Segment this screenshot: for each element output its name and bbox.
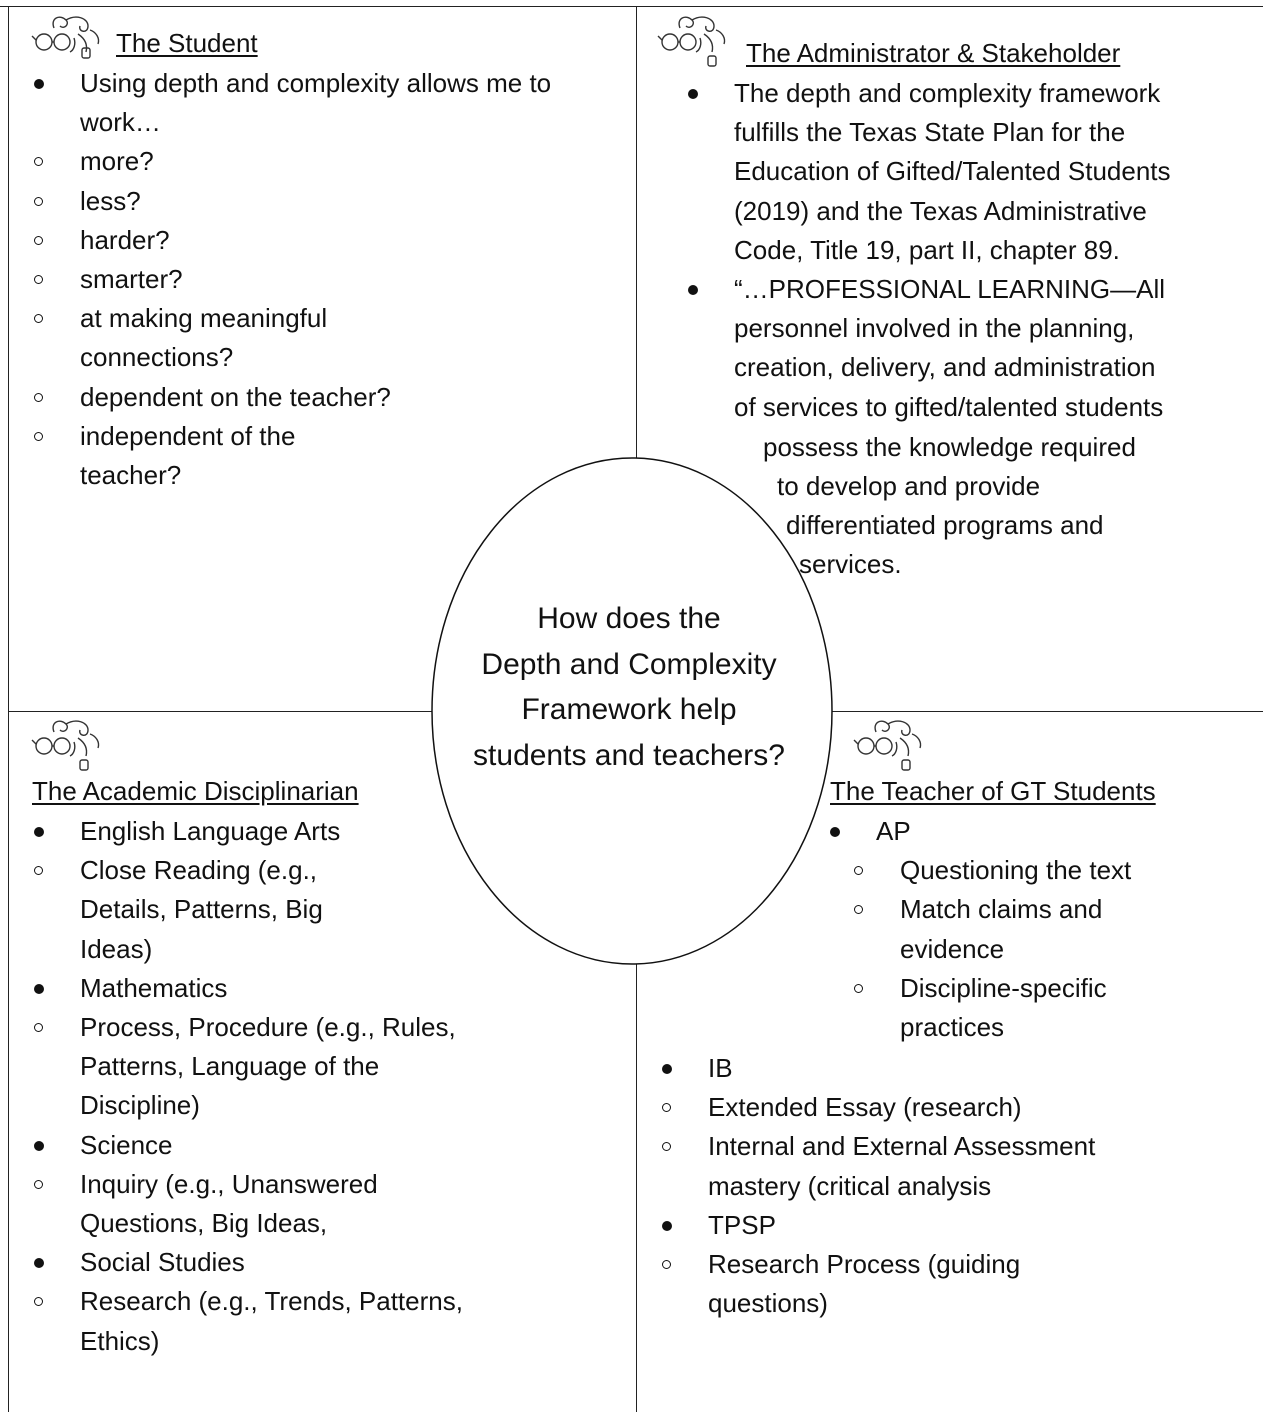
list-item-line: Code, Title 19, part II, chapter 89. bbox=[734, 234, 1120, 265]
list-item: Internal and External Assessment mastery… bbox=[660, 1127, 1108, 1205]
list-item: Research Process (guiding questions) bbox=[660, 1245, 1088, 1323]
list-item-line: The depth and complexity framework bbox=[734, 78, 1161, 108]
academic-list: English Language Arts Close Reading (e.g… bbox=[32, 812, 612, 1361]
glasses-icon bbox=[852, 716, 934, 776]
list-item: TPSP bbox=[660, 1206, 1250, 1245]
admin-wrap-line: to develop and provide bbox=[777, 471, 1041, 501]
list-item-line: Education of Gifted/Talented Students bbox=[734, 156, 1171, 187]
heading-administrator: The Administrator & Stakeholder bbox=[746, 38, 1121, 68]
horizontal-divider-right bbox=[832, 711, 1263, 712]
list-item: Science bbox=[32, 1126, 612, 1165]
heading-teacher: The Teacher of GT Students bbox=[830, 776, 1156, 806]
list-item: Discipline-specific practices bbox=[852, 969, 1140, 1047]
list-item: English Language Arts bbox=[32, 812, 612, 851]
heading-student: The Student bbox=[116, 28, 258, 58]
glasses-icon bbox=[30, 12, 112, 62]
horizontal-divider-left bbox=[8, 711, 432, 712]
list-item: dependent on the teacher? bbox=[32, 378, 592, 417]
student-list: Using depth and complexity allows me to … bbox=[32, 64, 592, 495]
vertical-divider-bottom bbox=[636, 964, 637, 1412]
list-item: AP bbox=[828, 812, 1248, 851]
heading-academic: The Academic Disciplinarian bbox=[32, 776, 359, 806]
list-item-line: fulfills the Texas State Plan for the bbox=[734, 117, 1126, 148]
list-item: Research (e.g., Trends, Patterns, Ethics… bbox=[32, 1282, 520, 1360]
list-item: Process, Procedure (e.g., Rules, Pattern… bbox=[32, 1008, 500, 1126]
center-ellipse bbox=[430, 456, 834, 966]
admin-wrap-line: possess the knowledge required bbox=[763, 432, 1136, 462]
left-border bbox=[8, 6, 9, 1412]
glasses-icon bbox=[30, 716, 112, 776]
center-question: How does the Depth and Complexity Framew… bbox=[473, 602, 785, 772]
list-item: Inquiry (e.g., Unanswered Questions, Big… bbox=[32, 1165, 430, 1243]
list-item: Social Studies bbox=[32, 1243, 612, 1282]
list-item-line: (2019) and the Texas Administrative bbox=[734, 195, 1147, 226]
list-item-line: of services to gifted/talented students bbox=[734, 391, 1164, 422]
list-item-line: personnel involved in the planning, bbox=[734, 313, 1135, 344]
list-item: “…PROFESSIONAL LEARNING—All personnel in… bbox=[686, 270, 1256, 427]
list-item: Questioning the text bbox=[852, 851, 1248, 890]
list-item: less? bbox=[32, 182, 592, 221]
admin-wrap-line: services. bbox=[799, 549, 902, 579]
list-item: Mathematics bbox=[32, 969, 612, 1008]
list-item: The depth and complexity framework fulfi… bbox=[686, 74, 1256, 270]
vertical-divider-top bbox=[636, 6, 637, 458]
list-item: Using depth and complexity allows me to … bbox=[32, 64, 592, 142]
list-item: Close Reading (e.g., Details, Patterns, … bbox=[32, 851, 330, 969]
teacher-ap-list: AP Questioning the text Match claims and… bbox=[828, 812, 1248, 1047]
list-item-line: “…PROFESSIONAL LEARNING—All bbox=[734, 274, 1166, 305]
list-item-line: creation, delivery, and administration bbox=[734, 352, 1156, 383]
list-item: at making meaningful connections? bbox=[32, 299, 370, 377]
admin-list: The depth and complexity framework fulfi… bbox=[686, 74, 1256, 427]
list-item: IB bbox=[660, 1049, 1250, 1088]
teacher-ib-tpsp-list: IB Extended Essay (research) Internal an… bbox=[660, 1049, 1250, 1323]
list-item: more? bbox=[32, 142, 592, 181]
admin-wrap-line: differentiated programs and bbox=[786, 510, 1104, 540]
list-item: independent of the teacher? bbox=[32, 417, 370, 495]
list-item: harder? bbox=[32, 221, 592, 260]
glasses-icon bbox=[656, 12, 738, 72]
top-border bbox=[0, 6, 1263, 7]
list-item: Match claims and evidence bbox=[852, 890, 1130, 968]
list-item: Extended Essay (research) bbox=[660, 1088, 1250, 1127]
list-item: smarter? bbox=[32, 260, 592, 299]
